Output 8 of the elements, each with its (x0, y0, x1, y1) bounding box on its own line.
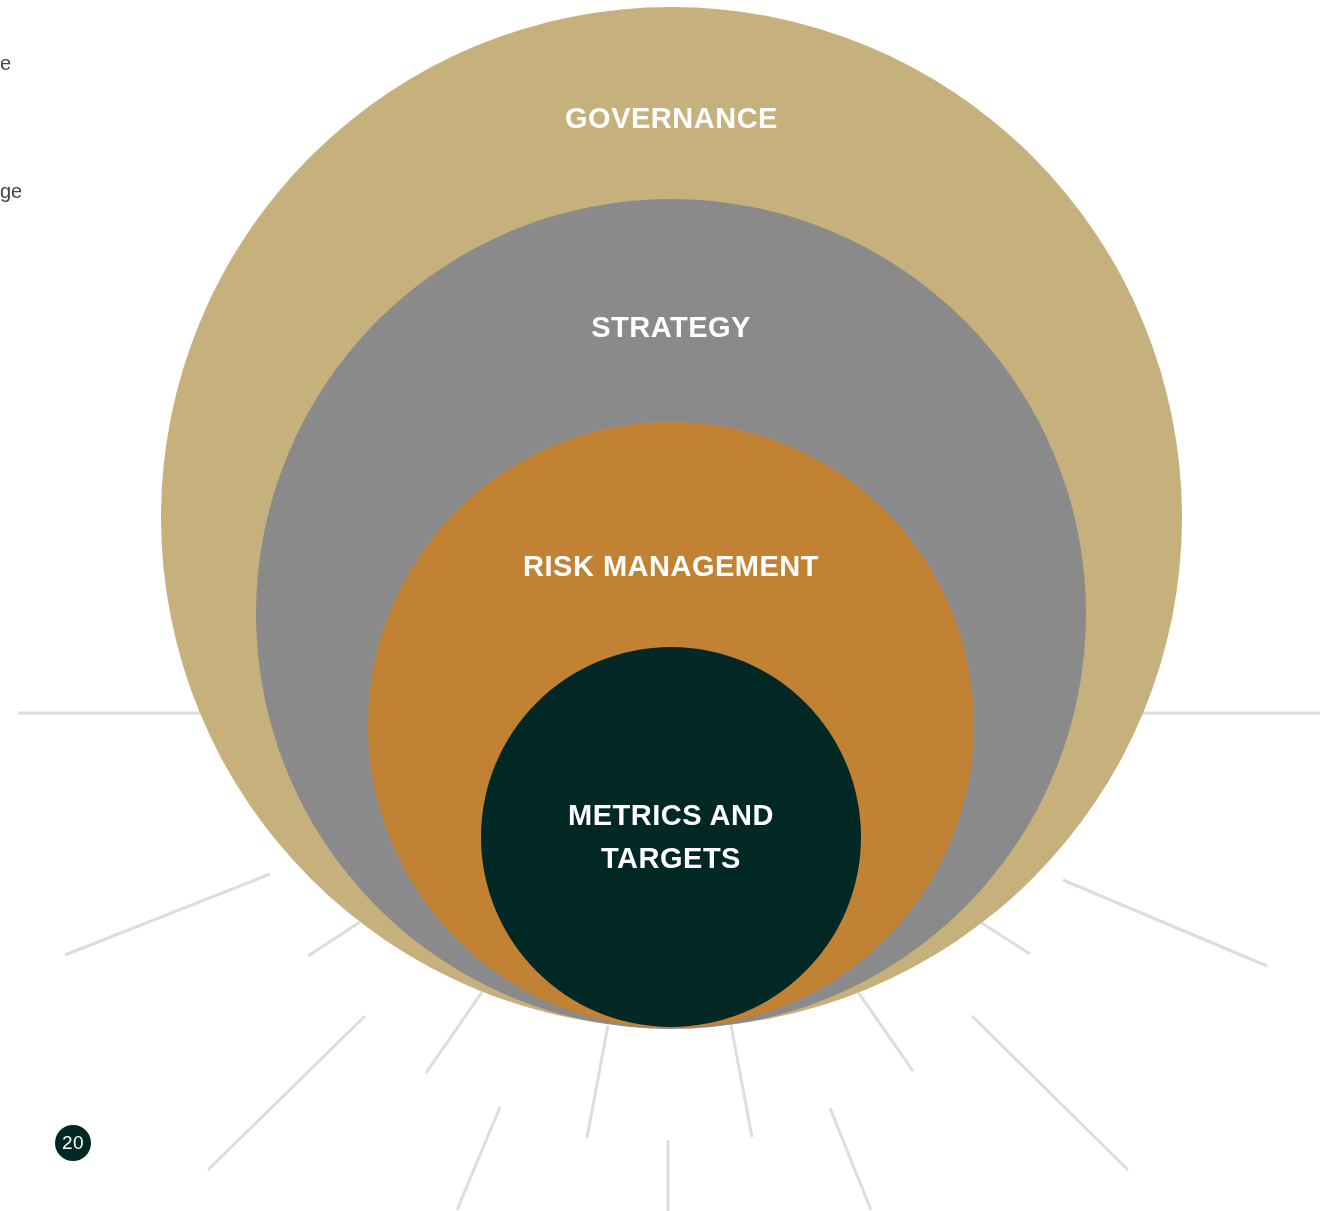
circle-label: RISK MANAGEMENT (522, 550, 820, 583)
circle-label: GOVERNANCE (564, 102, 779, 135)
circle-label: STRATEGY (590, 311, 752, 344)
cut-off-text: e (0, 52, 12, 75)
page-number-badge (55, 1125, 91, 1161)
page-number: 20 (60, 1132, 86, 1154)
cut-off-text: ge (0, 180, 23, 203)
circle-label: METRICS AND TARGETS (567, 798, 775, 876)
